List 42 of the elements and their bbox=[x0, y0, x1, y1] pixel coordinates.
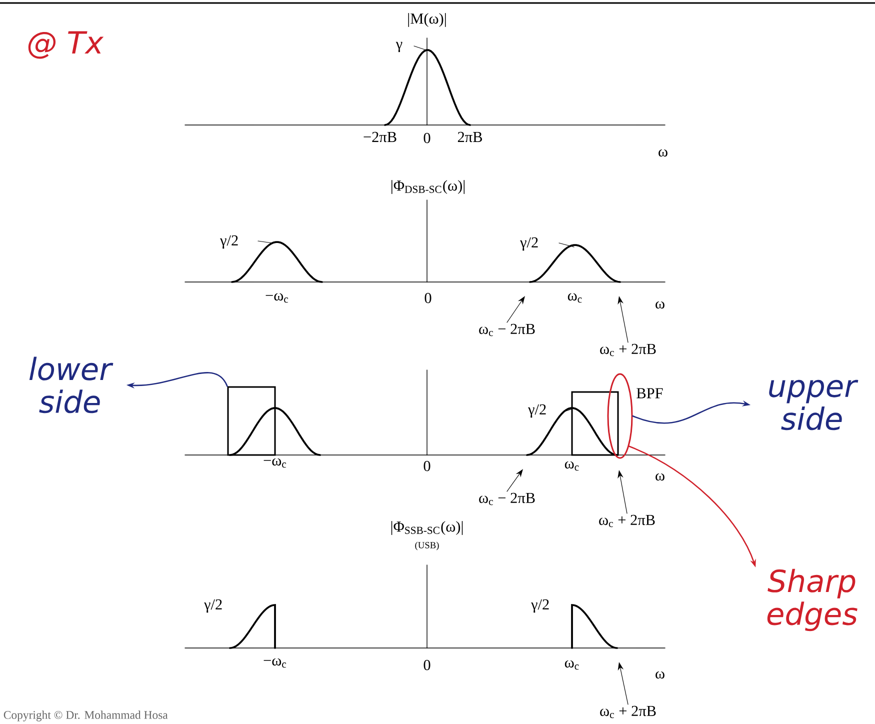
node-label: BPF bbox=[636, 388, 663, 398]
tick-label: 0 bbox=[424, 460, 430, 472]
tick-label: γ/2 bbox=[528, 404, 546, 418]
tick-label: 2πB bbox=[458, 132, 482, 142]
tick-label: ω bbox=[658, 149, 668, 157]
tick-label: γ bbox=[396, 42, 402, 52]
copyright-notice: Copyright © Dr. Mohammad Hosa bbox=[4, 710, 168, 722]
leader-line bbox=[506, 296, 525, 323]
axis-title: |M(ω)| bbox=[408, 13, 446, 27]
tick-label: ω$_{c}$ bbox=[564, 461, 579, 471]
tick-label: ω bbox=[656, 301, 664, 309]
frequency-label: ω$_{c}$ + 2πB bbox=[600, 344, 656, 356]
tick-label: ω bbox=[656, 473, 664, 481]
frequency-label: ω$_{c}$ + 2πB bbox=[599, 514, 655, 528]
tick-label: γ/2 bbox=[220, 235, 238, 249]
frequency-label: ω$_{c}$ + 2πB bbox=[600, 706, 656, 718]
axis-title: |Φ$_{DSB-SC}$(ω)| bbox=[392, 180, 465, 194]
handwritten-note: Sharp edges bbox=[767, 568, 858, 632]
tick-label: γ/2 bbox=[204, 599, 222, 613]
circled-region bbox=[607, 373, 633, 459]
tick-label: ω$_{c}$ bbox=[568, 293, 582, 303]
tick-label: −ω$_{c}$ bbox=[264, 458, 286, 468]
tick-label: 0 bbox=[424, 660, 430, 670]
tick-label: ω bbox=[656, 671, 664, 679]
tick-label: −ω$_{c}$ bbox=[264, 658, 286, 668]
axis-title: (USB) bbox=[415, 542, 439, 550]
frequency-label: ω$_{c}$ − 2πB bbox=[479, 324, 535, 336]
tick-label: −2πB bbox=[364, 132, 396, 142]
handwritten-note: upper side bbox=[769, 380, 858, 430]
frequency-label: ω$_{c}$ − 2πB bbox=[479, 492, 535, 506]
axis-title: |Φ$_{SSB-SC}$(ω)| bbox=[391, 521, 463, 535]
tick-label: ω$_{c}$ bbox=[564, 660, 579, 670]
handwritten-note: lower side bbox=[29, 356, 114, 414]
tick-label: 0 bbox=[424, 292, 432, 304]
filter-box: BPF bbox=[571, 388, 663, 456]
filter-box bbox=[227, 386, 276, 456]
tick-label: γ/2 bbox=[520, 237, 538, 251]
leader-line bbox=[506, 469, 523, 492]
tick-label: 0 bbox=[424, 132, 430, 144]
tick-label: −ω$_{c}$ bbox=[266, 293, 288, 303]
tick-label: γ/2 bbox=[531, 599, 549, 613]
handwritten-note: @ Tx bbox=[28, 31, 104, 59]
